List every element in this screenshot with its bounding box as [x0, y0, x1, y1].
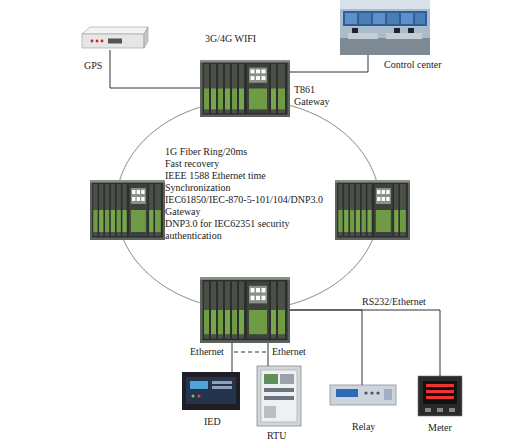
link-label: RS232/Ethernet	[362, 296, 426, 308]
wire-link	[268, 343, 269, 366]
fiber-ring-link	[124, 240, 200, 303]
device-label: GPS	[84, 60, 124, 72]
fiber-ring-link	[290, 106, 376, 181]
fiber-ring-link	[290, 240, 372, 305]
device-node	[200, 277, 290, 343]
device-node: GPS	[80, 26, 146, 50]
feature-note: DNP3.0 for IEC62351 security authenticat…	[165, 218, 315, 242]
meter-device	[418, 376, 462, 416]
device-node: Relay	[330, 385, 396, 405]
fiber-ring-link	[120, 107, 200, 180]
ring-rack	[200, 277, 290, 343]
wire-link	[232, 343, 233, 372]
feature-note: IEC61850/IEC-870-5-101/104/DNP3.0 Gatewa…	[165, 194, 340, 218]
device-label: Relay	[352, 421, 392, 433]
device-label: IED	[204, 416, 234, 428]
device-label: Meter	[428, 422, 468, 434]
device-label: T861 Gateway	[294, 84, 338, 108]
ied-device	[182, 372, 240, 410]
feature-note: IEEE 1588 Ethernet time Synchronization	[165, 170, 290, 194]
wire-link	[290, 310, 440, 376]
device-node	[90, 180, 165, 240]
device-label: RTU	[267, 430, 297, 442]
rtu-cabinet	[257, 366, 301, 426]
link-label: Ethernet	[272, 346, 306, 358]
device-node: Control center	[340, 0, 430, 55]
link-label: Ethernet	[190, 346, 224, 358]
feature-note: Fast recovery	[165, 158, 335, 170]
gps-device	[82, 27, 148, 48]
feature-note: 1G Fiber Ring/20ms	[165, 146, 335, 158]
device-node: Meter	[418, 376, 462, 416]
device-label: Control center	[384, 59, 464, 71]
device-node: RTU	[257, 366, 301, 426]
ring-rack	[335, 180, 410, 240]
link-note: 3G/4G WIFI	[205, 33, 285, 45]
feature-list: 1G Fiber Ring/20msFast recoveryIEEE 1588…	[165, 146, 340, 242]
device-node: T861 Gateway	[200, 60, 290, 117]
ring-rack	[90, 180, 165, 240]
dashed-link	[234, 352, 266, 353]
wire-link	[290, 55, 368, 72]
device-node: IED	[182, 372, 240, 410]
device-node	[335, 180, 410, 240]
relay-device	[330, 385, 396, 405]
control-room-photo	[340, 0, 430, 55]
gateway-rack	[200, 60, 290, 117]
wire-link	[110, 50, 200, 88]
